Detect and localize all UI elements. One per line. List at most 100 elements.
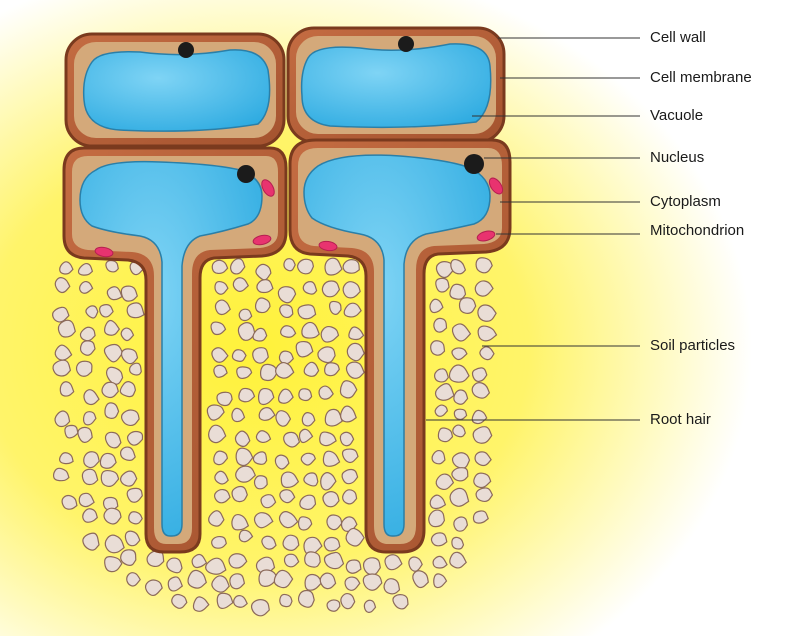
soil-particle: [119, 381, 137, 398]
soil-particle: [231, 407, 246, 423]
soil-particle: [342, 281, 361, 299]
soil-particle: [208, 424, 227, 444]
soil-particle: [104, 431, 122, 449]
soil-particle: [216, 592, 234, 610]
mitochondrion: [94, 246, 114, 258]
soil-particle: [279, 593, 293, 608]
soil-particle: [297, 589, 315, 608]
soil-particle: [346, 342, 365, 362]
soil-particle: [283, 553, 300, 568]
mitochondrion: [488, 177, 504, 195]
soil-particle: [297, 304, 317, 320]
soil-particle: [52, 359, 72, 377]
soil-particle: [475, 487, 494, 503]
soil-particle: [278, 511, 299, 529]
soil-particle: [303, 361, 320, 377]
soil-particle: [453, 408, 468, 421]
soil-particle: [451, 536, 465, 550]
soil-particle: [166, 557, 183, 574]
label-soil-particles: Soil particles: [650, 337, 736, 354]
soil-particle: [303, 536, 323, 556]
soil-particle: [232, 277, 250, 293]
soil-particle: [235, 465, 257, 483]
soil-particle: [458, 297, 477, 314]
soil-particle: [261, 535, 277, 550]
upper-cell-right: [286, 26, 506, 144]
soil-particle: [453, 516, 469, 532]
soil-particle: [302, 281, 318, 295]
soil-particle: [280, 325, 297, 338]
soil-particle: [345, 361, 365, 379]
soil-particle: [235, 447, 254, 467]
soil-particle: [322, 491, 340, 508]
soil-particle: [452, 424, 466, 438]
soil-particle: [126, 430, 144, 446]
soil-particle: [348, 326, 365, 341]
soil-particle: [345, 559, 362, 574]
soil-particle: [231, 349, 247, 362]
soil-particle: [104, 556, 123, 573]
soil-particle: [279, 489, 296, 504]
soil-particle: [79, 340, 96, 356]
soil-particle: [298, 388, 313, 402]
soil-particle: [99, 452, 117, 469]
soil-particle: [412, 570, 429, 589]
soil-particle: [192, 596, 210, 612]
soil-particle: [274, 454, 290, 470]
soil-particle: [299, 494, 317, 511]
soil-particle: [408, 556, 423, 572]
soil-particle: [120, 409, 140, 427]
soil-particle: [59, 261, 74, 275]
soil-particle: [236, 366, 253, 380]
soil-particle: [52, 306, 70, 323]
soil-particle: [278, 350, 294, 365]
soil-particle: [120, 285, 138, 302]
soil-particle: [258, 569, 279, 588]
soil-particle: [342, 489, 358, 505]
soil-particle: [187, 569, 207, 589]
soil-particle: [430, 340, 446, 356]
soil-particle: [474, 280, 494, 297]
soil-particle: [322, 450, 341, 467]
soil-particle: [120, 327, 135, 342]
root-hair-cell-right: [288, 138, 512, 554]
soil-particle: [104, 534, 125, 554]
soil-particle: [295, 340, 314, 358]
soil-particle: [231, 513, 250, 531]
soil-particle: [283, 431, 301, 448]
soil-particle: [214, 280, 229, 295]
soil-particle: [205, 557, 227, 575]
soil-particle: [479, 346, 495, 361]
soil-particle: [258, 407, 276, 421]
leader-lines: [426, 37, 640, 421]
soil-particle: [213, 364, 228, 378]
soil-particle: [54, 277, 71, 294]
soil-particle: [324, 257, 343, 276]
soil-particle: [255, 263, 272, 281]
soil-particle: [339, 380, 358, 399]
soil-particle: [326, 514, 343, 531]
soil-particle: [342, 259, 360, 274]
soil-particle: [434, 404, 449, 417]
soil-particle: [451, 347, 468, 361]
mitochondrion: [476, 230, 496, 242]
soil-particle: [120, 446, 136, 461]
soil-particle: [85, 305, 99, 319]
soil-particle: [144, 579, 163, 597]
soil-particle: [449, 551, 467, 569]
soil-particle: [237, 322, 256, 341]
root-hair-cell-left: [62, 146, 288, 554]
soil-particle: [128, 511, 143, 525]
soil-particle: [61, 494, 78, 510]
soil-particle: [211, 259, 229, 275]
soil-particle: [451, 323, 472, 342]
soil-particle: [477, 325, 498, 342]
soil-particle: [303, 472, 319, 487]
nucleus: [398, 36, 414, 52]
soil-particle: [435, 260, 454, 279]
soil-particle: [253, 475, 268, 490]
soil-particle: [83, 389, 100, 406]
soil-particle: [211, 347, 229, 363]
soil-particle: [430, 532, 448, 547]
